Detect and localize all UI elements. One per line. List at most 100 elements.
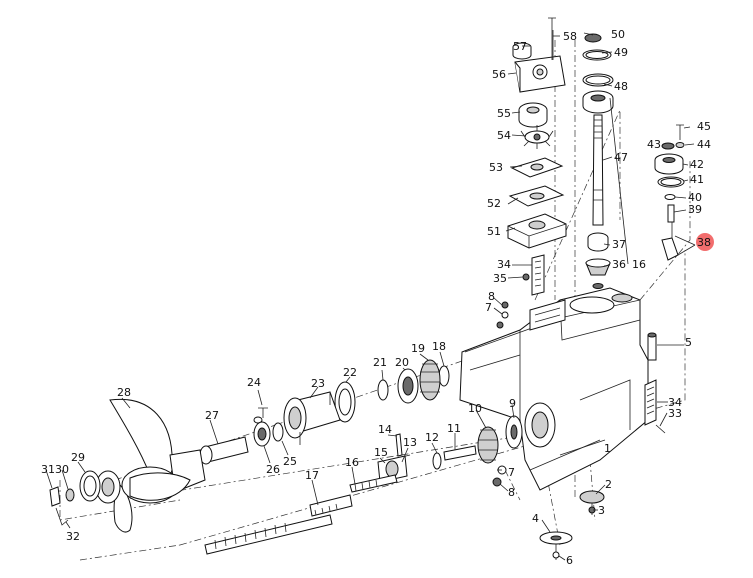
- bolt-24: [258, 407, 268, 418]
- carrier-housing-23: [283, 391, 341, 445]
- bolts-7-8-top: [496, 301, 509, 329]
- snap-ring-18: [438, 365, 450, 387]
- pinion-gear-part: [585, 258, 611, 289]
- label-45: 45: [697, 120, 711, 133]
- water-pump-assembly: [507, 17, 567, 249]
- label-38: 38: [697, 236, 711, 249]
- bearing-carrier-22: [334, 381, 356, 423]
- o-ring-21: [377, 379, 389, 401]
- bolt-45: [676, 124, 684, 140]
- impeller-part: [520, 125, 554, 149]
- label-35: 35: [493, 272, 507, 285]
- label-55: 55: [497, 107, 511, 120]
- label-29: 29: [71, 451, 85, 464]
- label-1: 1: [604, 442, 611, 455]
- label-3: 3: [598, 504, 605, 517]
- label-56: 56: [492, 68, 506, 81]
- label-54: 54: [497, 129, 511, 142]
- pump-housing-part: [514, 30, 566, 93]
- bearing-26: [253, 421, 271, 447]
- label-8b: 8: [508, 486, 515, 499]
- part-labels: 1 2 3 4 5 6 7 7 8 8 9 10 11 12 13 14 15 …: [41, 28, 711, 567]
- thrust-hub-27: [199, 436, 249, 465]
- shift-bushing-42: [654, 153, 684, 175]
- label-2: 2: [605, 478, 612, 491]
- shift-rod-assembly: [654, 124, 685, 261]
- label-34b: 34: [668, 396, 682, 409]
- label-28: 28: [117, 386, 131, 399]
- label-27: 27: [205, 409, 219, 422]
- shift-cam-38: [661, 237, 679, 261]
- label-32: 32: [66, 530, 80, 543]
- label-23: 23: [311, 377, 325, 390]
- label-19: 19: [411, 342, 425, 355]
- label-26: 26: [266, 463, 280, 476]
- label-17: 17: [305, 469, 319, 482]
- propeller-nut-parts: [49, 470, 101, 526]
- washer-30: [65, 488, 75, 502]
- pin-39: [667, 204, 675, 223]
- bolts-7-8-bottom: [492, 465, 507, 487]
- bearing-20: [397, 368, 419, 404]
- label-47: 47: [614, 151, 628, 164]
- label-41: 41: [690, 173, 704, 186]
- label-5: 5: [685, 336, 692, 349]
- label-7b: 7: [508, 466, 515, 479]
- label-30: 30: [55, 463, 69, 476]
- label-58: 58: [563, 30, 577, 43]
- trim-tab-part: [579, 490, 605, 515]
- bolt-5: [647, 332, 657, 361]
- washer-40: [664, 194, 676, 200]
- label-24: 24: [247, 376, 261, 389]
- part-44: [675, 142, 685, 148]
- forward-gear-part: [477, 415, 523, 464]
- label-9: 9: [509, 397, 516, 410]
- label-6: 6: [566, 554, 573, 567]
- label-16a: 16: [345, 456, 359, 469]
- label-52: 52: [487, 197, 501, 210]
- propeller-shaft-part: [204, 494, 353, 555]
- leader-lines: [45, 32, 696, 561]
- drive-shaft-bearing: [582, 90, 614, 114]
- seal-25: [272, 422, 284, 442]
- label-43: 43: [647, 138, 661, 151]
- gasket-plate-part: [510, 157, 564, 178]
- drive-shaft-part: [592, 114, 604, 226]
- propeller-part: [95, 398, 206, 533]
- drive-shaft-assembly: [582, 33, 614, 289]
- pump-base-part: [507, 213, 567, 249]
- drive-shaft-nut: [584, 33, 602, 43]
- reverse-gear-19: [419, 359, 441, 401]
- side-anode-part: [644, 379, 666, 434]
- label-48: 48: [614, 80, 628, 93]
- label-18: 18: [432, 340, 446, 353]
- label-44: 44: [697, 138, 711, 151]
- label-4: 4: [532, 512, 539, 525]
- label-8a: 8: [488, 290, 495, 303]
- label-34a: 34: [497, 258, 511, 271]
- label-42: 42: [690, 158, 704, 171]
- label-36: 36: [612, 258, 626, 271]
- label-14: 14: [378, 423, 392, 436]
- label-21: 21: [373, 356, 387, 369]
- pinion-bearing-part: [587, 232, 609, 252]
- label-53: 53: [489, 161, 503, 174]
- label-16b: 16: [632, 258, 646, 271]
- label-7a: 7: [485, 301, 492, 314]
- label-49: 49: [614, 46, 628, 59]
- anode-top-assembly: [522, 254, 545, 296]
- water-intake-part: [539, 531, 573, 560]
- impeller-liner-part: [518, 102, 548, 128]
- label-20: 20: [395, 356, 409, 369]
- label-25: 25: [283, 455, 297, 468]
- cotter-pin-32: [55, 507, 69, 526]
- clutch-assembly: [349, 433, 477, 493]
- label-31: 31: [41, 463, 55, 476]
- label-13: 13: [403, 436, 417, 449]
- label-50: 50: [611, 28, 625, 41]
- label-33: 33: [668, 407, 682, 420]
- label-37: 37: [612, 238, 626, 251]
- label-57: 57: [513, 40, 527, 53]
- part-43: [661, 142, 675, 150]
